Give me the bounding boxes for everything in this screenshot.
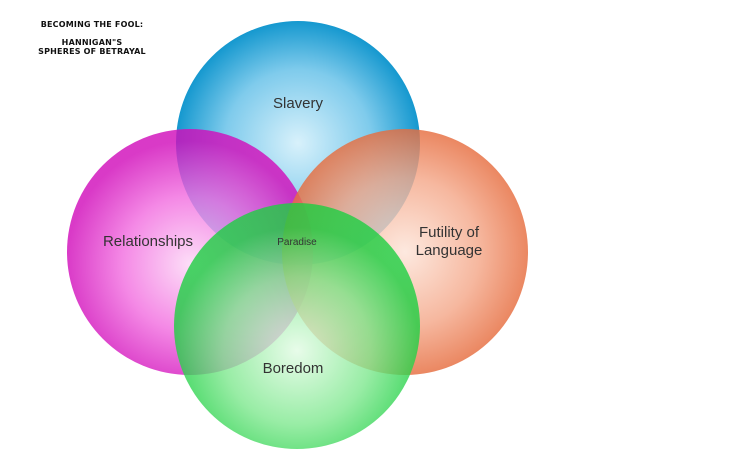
- label-futility-line1: Futility of: [419, 224, 480, 241]
- label-futility-line2: Language: [416, 242, 483, 259]
- label-slavery: Slavery: [273, 95, 324, 112]
- title-line-2: HANNIGAN"S: [61, 38, 123, 47]
- title-line-1: BECOMING THE FOOL:: [40, 20, 144, 29]
- label-paradise: Paradise: [277, 237, 317, 248]
- label-boredom: Boredom: [263, 360, 324, 377]
- label-relationships: Relationships: [103, 233, 193, 250]
- sphere-boredom[interactable]: [174, 203, 420, 449]
- diagram-title: BECOMING THE FOOL: HANNIGAN"S SPHERES OF…: [22, 20, 162, 56]
- title-line-3: SPHERES OF BETRAYAL: [38, 47, 146, 56]
